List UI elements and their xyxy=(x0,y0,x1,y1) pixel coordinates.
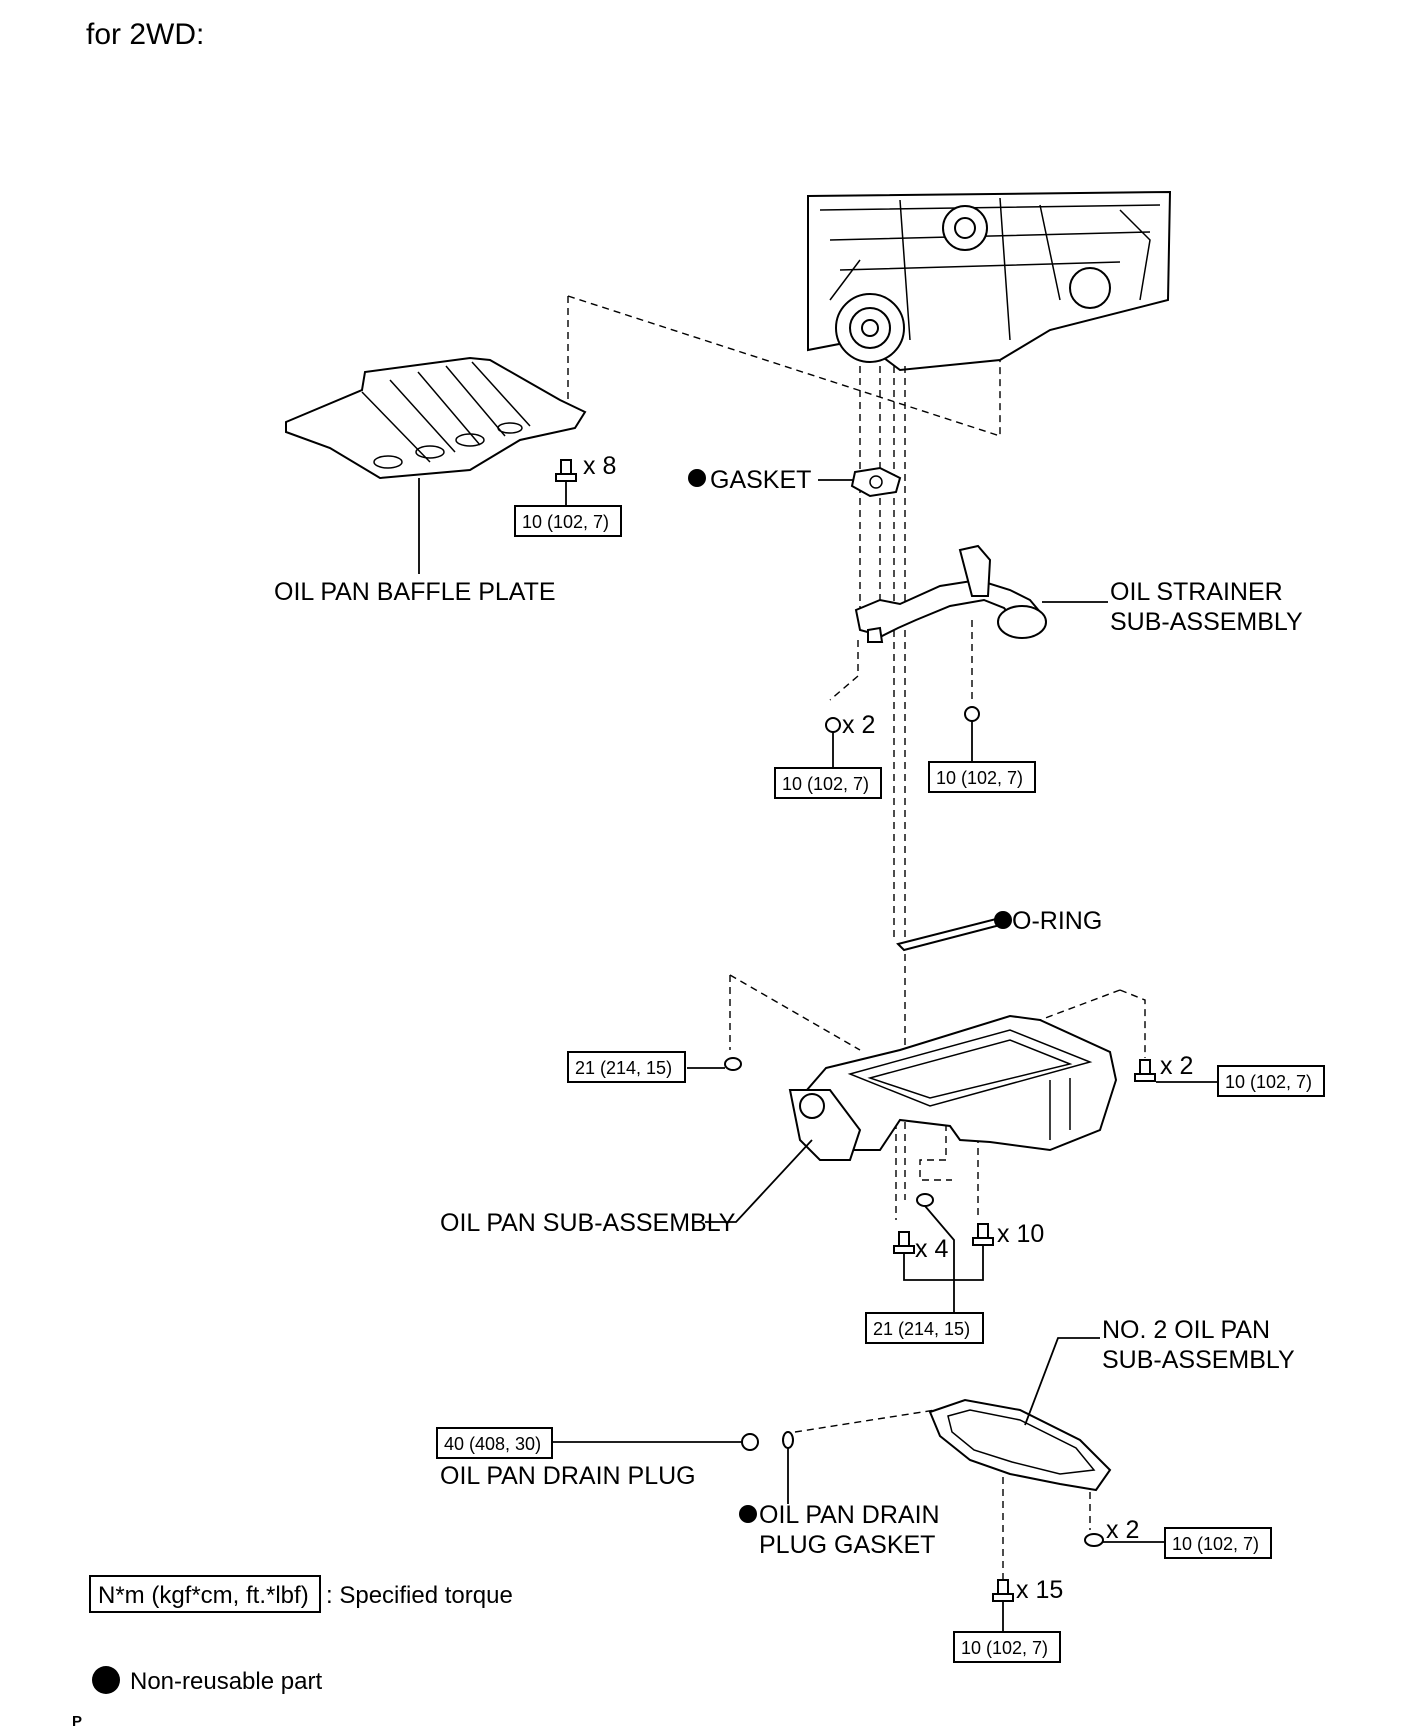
pan-left-nut-icon xyxy=(724,1057,742,1071)
torque-no2-side: 10 (102, 7) xyxy=(1172,1534,1259,1554)
no2-bolt-icon xyxy=(992,1579,1014,1602)
legend-nonreusable-dot-icon xyxy=(92,1666,120,1694)
torque-pan-bottom: 21 (214, 15) xyxy=(873,1319,970,1339)
label-oil-strainer-line2: SUB-ASSEMBLY xyxy=(1110,608,1303,636)
label-o-ring: O-RING xyxy=(1012,907,1102,935)
strainer-bolt-right-icon xyxy=(964,706,980,722)
oil-pan-baffle-plate-part xyxy=(285,356,587,480)
torque-box-strainer-left xyxy=(774,767,882,799)
qty-baffle-bolts: x 8 xyxy=(583,452,616,480)
footer-code: P xyxy=(72,1713,82,1730)
torque-box-drain-plug xyxy=(436,1427,553,1459)
qty-pan-side-bolts: x 2 xyxy=(1160,1052,1193,1080)
legend: N*m (kgf*cm, ft.*lbf) : Specified torque… xyxy=(89,1575,513,1695)
pan-bolt-b-icon xyxy=(972,1223,994,1246)
qty-no2-side-bolts: x 2 xyxy=(1106,1516,1139,1544)
o-ring-part xyxy=(896,916,1006,952)
torque-box-no2-bottom xyxy=(953,1631,1061,1663)
torque-strainer-right: 10 (102, 7) xyxy=(936,768,1023,788)
nonreusable-dot-gasket-icon xyxy=(688,469,706,487)
pan-side-bolt-icon xyxy=(1134,1059,1156,1082)
engine-block-illustration xyxy=(807,190,1172,372)
torque-box-strainer-right xyxy=(928,761,1036,793)
label-gasket: GASKET xyxy=(710,466,811,494)
torque-box-baffle xyxy=(514,505,622,537)
torque-pan-left: 21 (214, 15) xyxy=(575,1058,672,1078)
oil-strainer-part xyxy=(854,544,1047,643)
qty-no2-bolts: x 15 xyxy=(1016,1576,1063,1604)
label-drain-gasket-line1: OIL PAN DRAIN xyxy=(759,1501,940,1529)
pan-small-nut-icon xyxy=(916,1193,934,1207)
qty-pan-bolts-b: x 10 xyxy=(997,1220,1044,1248)
legend-torque-box xyxy=(89,1575,321,1613)
label-oil-pan-baffle-plate: OIL PAN BAFFLE PLATE xyxy=(274,578,556,606)
nonreusable-dot-o-ring-icon xyxy=(994,911,1012,929)
legend-torque-description: : Specified torque xyxy=(326,1582,513,1609)
torque-strainer-left: 10 (102, 7) xyxy=(782,774,869,794)
legend-torque-units: N*m (kgf*cm, ft.*lbf) xyxy=(98,1582,309,1609)
page-heading: for 2WD: xyxy=(86,18,204,51)
torque-pan-right: 10 (102, 7) xyxy=(1225,1072,1312,1092)
torque-box-no2-side xyxy=(1164,1527,1272,1559)
label-oil-pan-sub-assembly: OIL PAN SUB-ASSEMBLY xyxy=(440,1209,736,1237)
nonreusable-dot-drain-gasket-icon xyxy=(739,1505,757,1523)
torque-box-pan-left xyxy=(567,1051,686,1083)
label-oil-strainer-line1: OIL STRAINER xyxy=(1110,578,1283,606)
no2-side-bolt-icon xyxy=(1084,1533,1104,1547)
drain-plug-icon xyxy=(741,1433,759,1451)
torque-no2-bottom: 10 (102, 7) xyxy=(961,1638,1048,1658)
pan-bolt-a-icon xyxy=(893,1231,915,1254)
torque-baffle: 10 (102, 7) xyxy=(522,512,609,532)
oil-pan-sub-assembly-part xyxy=(788,1014,1118,1161)
label-oil-pan-drain-plug: OIL PAN DRAIN PLUG xyxy=(440,1462,696,1490)
legend-nonreusable-text: Non-reusable part xyxy=(130,1668,322,1695)
alignment-lines xyxy=(567,295,1146,1582)
strainer-bolt-left-icon xyxy=(825,717,841,733)
torque-box-pan-bottom xyxy=(865,1312,984,1344)
torque-drain-plug: 40 (408, 30) xyxy=(444,1434,541,1454)
no2-oil-pan-part xyxy=(928,1398,1112,1492)
baffle-bolt-icon xyxy=(555,459,577,482)
drain-plug-gasket-icon xyxy=(782,1431,794,1449)
torque-box-pan-right xyxy=(1217,1065,1325,1097)
qty-pan-bolts-a: x 4 xyxy=(915,1235,948,1263)
gasket-part xyxy=(850,466,902,498)
label-drain-gasket-line2: PLUG GASKET xyxy=(759,1531,935,1559)
qty-strainer-bolts: x 2 xyxy=(842,711,875,739)
label-no2-oil-pan-line2: SUB-ASSEMBLY xyxy=(1102,1346,1295,1374)
label-no2-oil-pan-line1: NO. 2 OIL PAN xyxy=(1102,1316,1270,1344)
